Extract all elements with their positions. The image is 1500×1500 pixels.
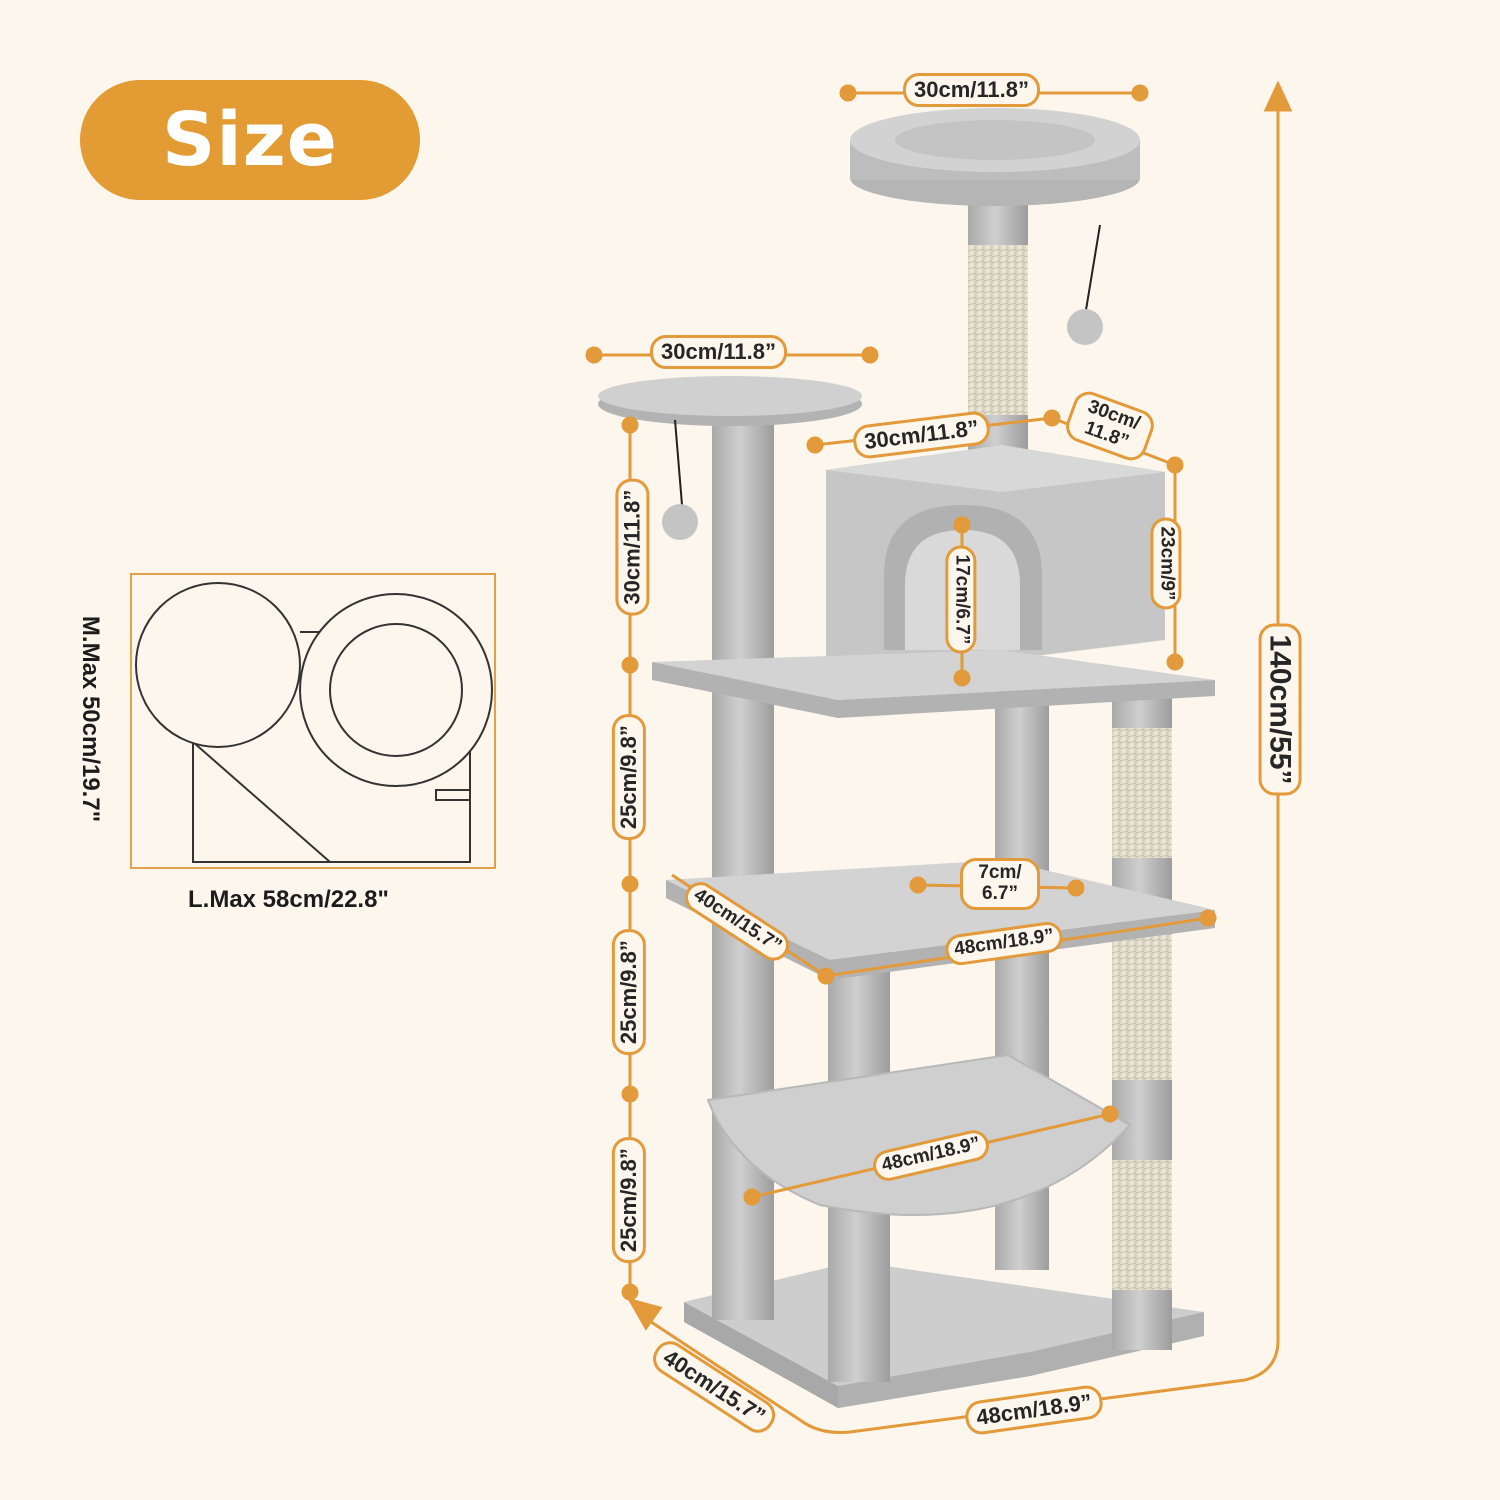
top-perch-width-label: 30cm/11.8” — [903, 73, 1040, 108]
condo-door-height-label: 17cm/6.7” — [945, 545, 977, 654]
size-badge-label: Size — [162, 97, 338, 183]
size-badge: Size — [80, 80, 420, 200]
total-height-label: 140cm/55” — [1258, 623, 1302, 796]
dimension-lines — [585, 80, 1293, 1434]
left-post-top-label: 30cm/11.8” — [615, 478, 650, 616]
footprint-side-label: M.Max 50cm/19.7" — [77, 615, 104, 823]
cat-tree — [598, 108, 1215, 1408]
footprint-diagram — [130, 573, 496, 869]
left-post-low-label: 25cm/9.8” — [611, 929, 647, 1056]
left-perch-width-label: 30cm/11.8” — [650, 335, 787, 370]
left-post-mid-label: 25cm/9.8” — [611, 714, 647, 841]
left-post-bottom-label: 25cm/9.8” — [611, 1137, 647, 1264]
platform-hole-label: 7cm/ 6.7” — [960, 858, 1040, 910]
footprint-bottom-label: L.Max 58cm/22.8" — [188, 886, 389, 913]
condo-height-label: 23cm/9” — [1150, 517, 1182, 610]
